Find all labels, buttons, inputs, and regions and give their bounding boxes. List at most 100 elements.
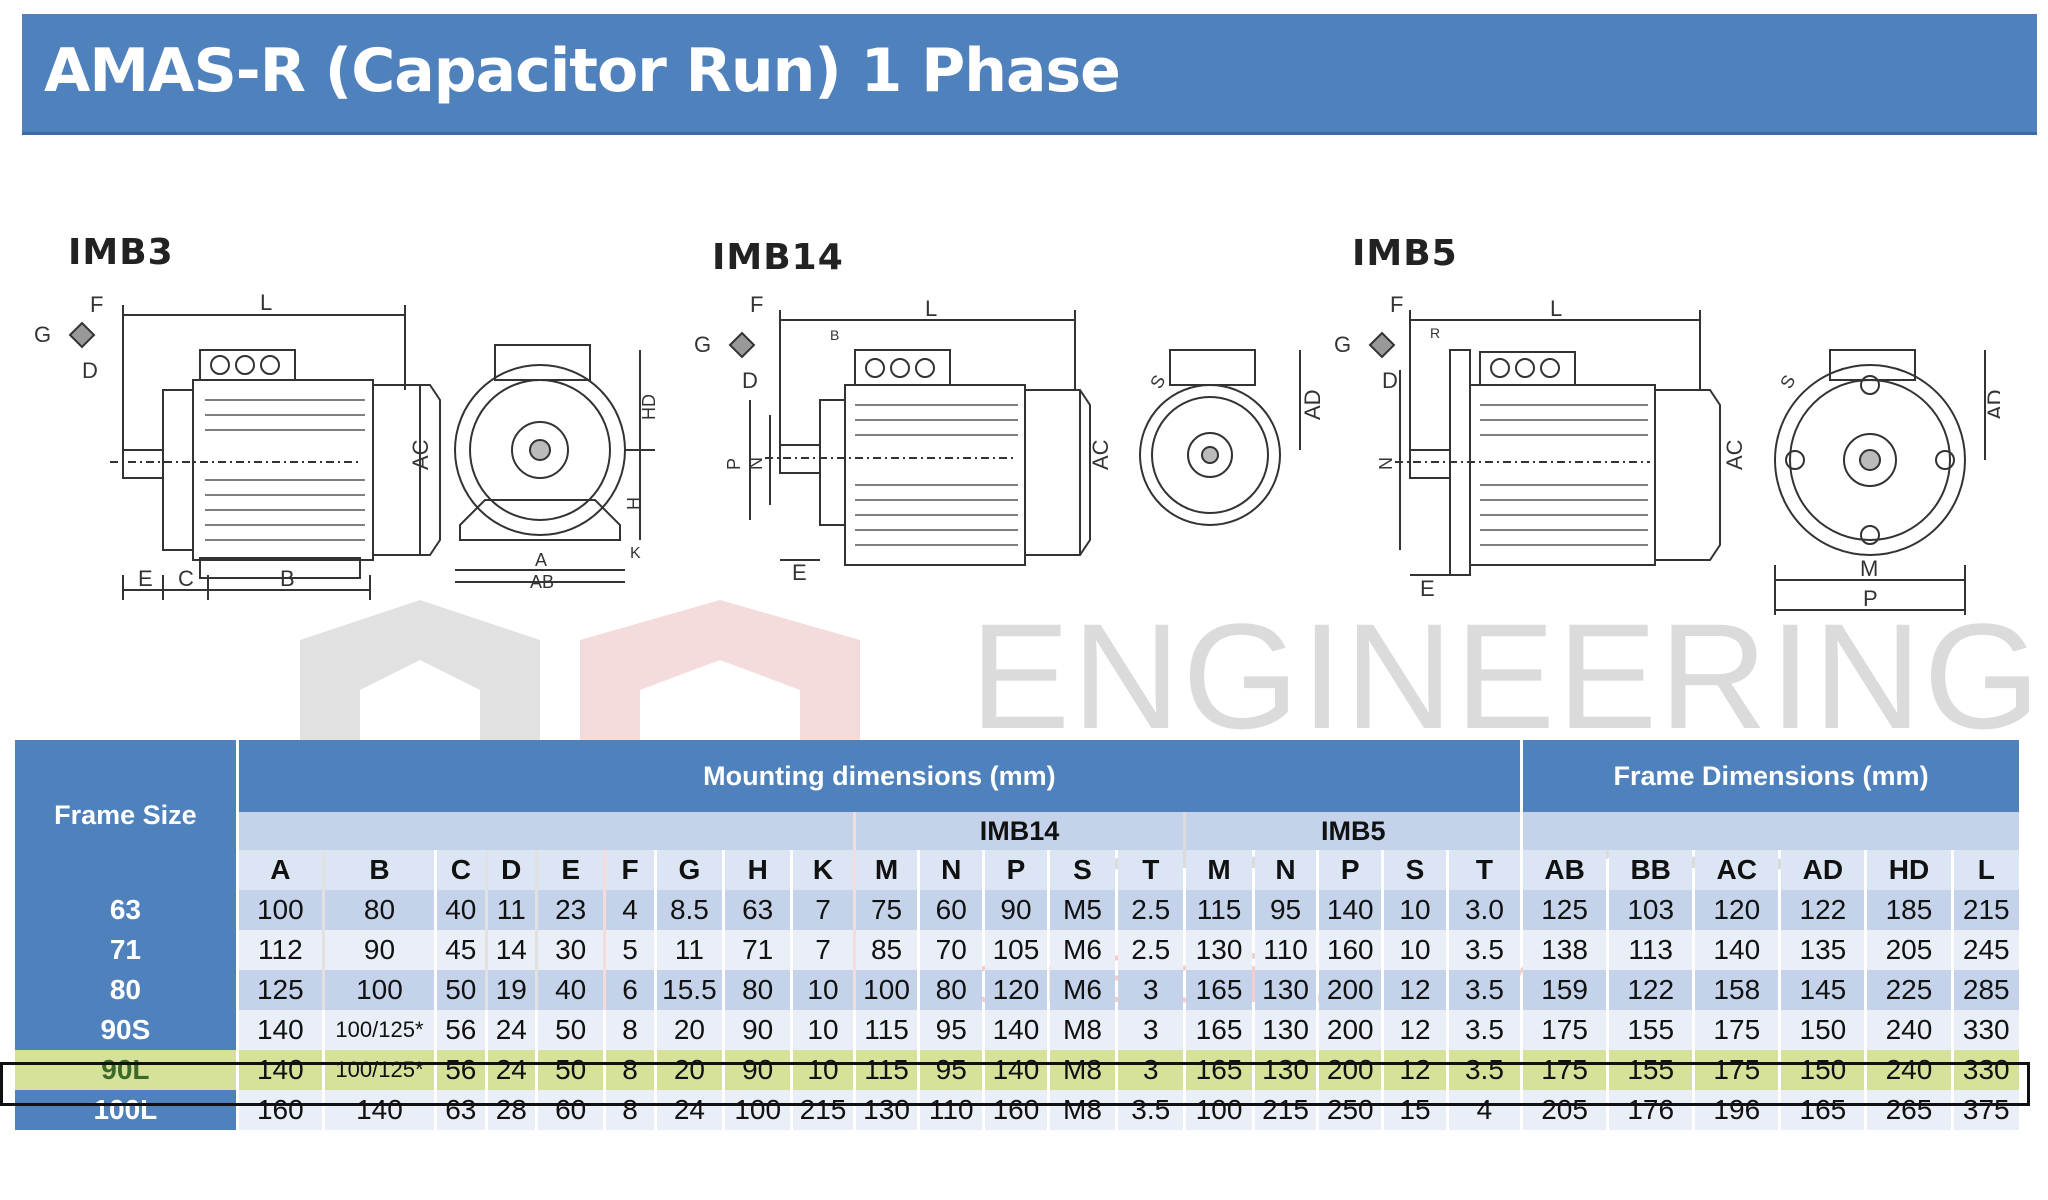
table-cell: 10 [1384,890,1446,930]
table-cell: 155 [1609,1050,1693,1090]
svg-text:D: D [1382,368,1398,393]
table-cell: 175 [1523,1010,1607,1050]
table-cell: 176 [1609,1090,1693,1130]
table-cell: 23 [538,890,604,930]
column-header: M [855,850,918,890]
table-cell: 140 [238,1050,322,1090]
table-cell: 90 [725,1050,791,1090]
column-header: HD [1867,850,1951,890]
table-cell: 158 [1695,970,1779,1010]
table-cell: 125 [238,970,322,1010]
table-cell: 130 [1254,970,1317,1010]
table-cell: 28 [487,1090,536,1130]
svg-text:L: L [925,296,937,321]
column-header: T [1448,850,1521,890]
table-cell: M6 [1049,930,1116,970]
table-cell: 2.5 [1118,890,1184,930]
frame-size-cell: 90L [15,1050,236,1090]
svg-text:AD: AD [1300,389,1320,420]
column-header: BB [1609,850,1693,890]
table-cell: 95 [920,1010,983,1050]
table-cell: 90 [324,930,435,970]
svg-text:F: F [1390,292,1403,317]
table-cell: 100/125* [324,1050,435,1090]
table-cell: 150 [1781,1010,1865,1050]
svg-text:N: N [1376,457,1396,470]
table-cell: 3 [1118,970,1184,1010]
svg-text:AD: AD [1983,389,2000,420]
svg-text:R: R [1430,325,1440,341]
imb3-label: IMB3 [68,232,174,273]
table-cell: 125 [1523,890,1607,930]
table-cell: 120 [985,970,1047,1010]
table-cell: 15 [1384,1090,1446,1130]
svg-text:G: G [694,332,711,357]
svg-text:D: D [742,368,758,393]
table-cell: 130 [1254,1010,1317,1050]
table-cell: 10 [793,1010,853,1050]
table-cell: M8 [1049,1050,1116,1090]
table-cell: 12 [1384,1050,1446,1090]
table-cell: 140 [324,1090,435,1130]
column-header: T [1118,850,1184,890]
column-header: AC [1695,850,1779,890]
table-cell: 200 [1319,1010,1382,1050]
table-cell: 105 [985,930,1047,970]
dimensions-table: Frame Size Mounting dimensions (mm) Fram… [12,740,2022,1130]
svg-text:G: G [1334,332,1351,357]
table-cell: 24 [487,1050,536,1090]
table-cell: 3.5 [1118,1090,1184,1130]
table-cell: 110 [1254,930,1317,970]
svg-text:N: N [746,457,766,470]
column-header: A [238,850,322,890]
svg-text:F: F [90,292,103,317]
table-cell: 56 [437,1050,485,1090]
table-cell: 245 [1953,930,2019,970]
page-title: AMAS-R (Capacitor Run) 1 Phase [44,36,1121,106]
svg-text:E: E [1420,576,1435,601]
frame-size-cell: 80 [15,970,236,1010]
column-header: G [656,850,723,890]
svg-text:B: B [830,327,839,343]
table-cell: 3.0 [1448,890,1521,930]
table-cell: 215 [793,1090,853,1130]
svg-text:A: A [535,550,547,570]
svg-text:S: S [1146,372,1169,392]
column-header: AB [1523,850,1607,890]
table-cell: 160 [238,1090,322,1130]
table-cell: 240 [1867,1050,1951,1090]
table-cell: 24 [487,1010,536,1050]
table-cell: M8 [1049,1010,1116,1050]
table-cell: 122 [1609,970,1693,1010]
table-cell: 8 [606,1050,654,1090]
table-cell: 63 [725,890,791,930]
svg-text:L: L [260,290,272,315]
table-cell: 30 [538,930,604,970]
table-cell: 110 [920,1090,983,1130]
table-cell: 11 [487,890,536,930]
table-cell: 115 [1186,890,1252,930]
table-cell: 90 [985,890,1047,930]
table-cell: 50 [538,1050,604,1090]
svg-text:AC: AC [1722,439,1747,470]
frame-dimensions-header: Frame Dimensions (mm) [1523,740,2019,812]
frame-size-cell: 100L [15,1090,236,1130]
table-cell: 45 [437,930,485,970]
column-header: D [487,850,536,890]
table-cell: 56 [437,1010,485,1050]
table-cell: 138 [1523,930,1607,970]
dimensions-table-wrapper: Frame Size Mounting dimensions (mm) Fram… [12,740,2022,1130]
table-cell: 215 [1953,890,2019,930]
table-cell: 205 [1523,1090,1607,1130]
mounting-dimensions-header: Mounting dimensions (mm) [238,740,1521,812]
table-cell: 200 [1319,1050,1382,1090]
column-header: L [1953,850,2019,890]
table-cell: 63 [437,1090,485,1130]
table-cell: M5 [1049,890,1116,930]
table-cell: 5 [606,930,654,970]
table-cell: 8 [606,1090,654,1130]
